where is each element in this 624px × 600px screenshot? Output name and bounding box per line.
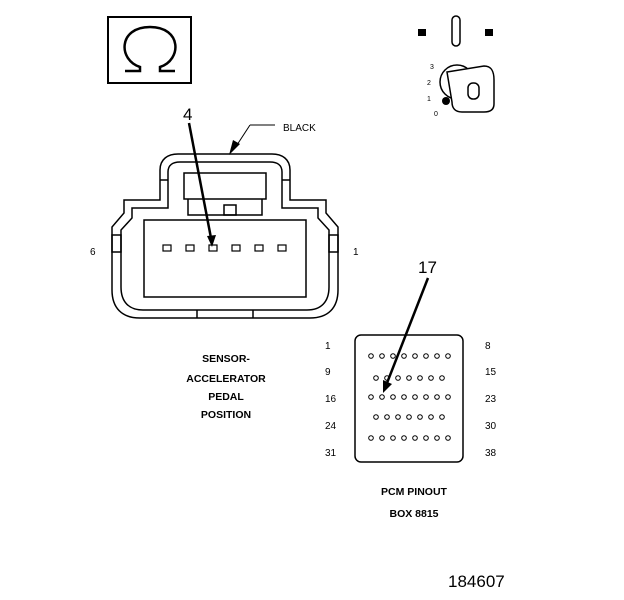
- pcm-callout-arrow: [383, 277, 430, 393]
- pcm-pin-cavity: [406, 375, 412, 381]
- pcm-pinout-box: [354, 334, 464, 463]
- connector-left-pin-label: 6: [90, 247, 96, 258]
- wire-color-leader: [229, 124, 275, 155]
- pcm-pin-cavity: [412, 394, 418, 400]
- pcm-pin-cavity: [379, 435, 385, 441]
- pcm-pin-cavity: [373, 375, 379, 381]
- pcm-pin-cavity: [406, 414, 412, 420]
- pcm-caption-line-2: BOX 8815: [389, 508, 438, 520]
- pcm-pin-cavity: [379, 394, 385, 400]
- pcm-right-pin-label-row-4: 30: [485, 421, 497, 432]
- pcm-pin-cavity: [428, 375, 434, 381]
- pcm-pin-cavity: [434, 353, 440, 359]
- pcm-pin-cavity: [434, 394, 440, 400]
- pcm-pin-cavity: [401, 435, 407, 441]
- pcm-right-pin-label-row-1: 8: [485, 341, 491, 352]
- pcm-pin-cavity: [390, 353, 396, 359]
- pcm-pin-cavity: [423, 435, 429, 441]
- pcm-pin-cavity: [439, 375, 445, 381]
- connector-callout-number: 4: [183, 105, 192, 124]
- pcm-right-pin-label-row-5: 38: [485, 448, 497, 459]
- pcm-pin-cavity: [439, 414, 445, 420]
- connector-callout-arrow: [187, 122, 216, 247]
- ignition-position-3: 3: [430, 64, 434, 71]
- ignition-position-2: 2: [427, 80, 431, 87]
- pcm-pin-cavity: [401, 394, 407, 400]
- connector-terminals: [162, 244, 287, 252]
- pcm-pin-cavity: [390, 435, 396, 441]
- ohmmeter-symbol-icon: [107, 16, 192, 84]
- pcm-right-pin-label-row-2: 15: [485, 367, 497, 378]
- pcm-callout-number: 17: [418, 258, 437, 277]
- connector-caption-line-1: SENSOR-: [202, 353, 250, 365]
- pcm-pin-cavity: [423, 394, 429, 400]
- pcm-pin-cavity: [412, 353, 418, 359]
- pcm-left-pin-label-row-4: 24: [325, 421, 337, 432]
- pcm-pin-cavity: [368, 353, 374, 359]
- connector-caption-line-4: POSITION: [201, 409, 251, 421]
- pcm-pin-cavity: [401, 353, 407, 359]
- pcm-pin-cavity: [428, 414, 434, 420]
- pcm-pin-cavity: [445, 353, 451, 359]
- pcm-pin-cavity: [384, 414, 390, 420]
- figure-number: 184607: [448, 572, 505, 591]
- connector-caption-line-3: PEDAL: [208, 391, 244, 403]
- pcm-pin-cavity: [368, 394, 374, 400]
- connector-caption-line-2: ACCELERATOR: [186, 373, 266, 385]
- pcm-pin-cavity: [417, 414, 423, 420]
- wire-color-label: BLACK: [283, 123, 316, 134]
- pcm-pin-cavity: [395, 375, 401, 381]
- pcm-pin-cavity: [445, 394, 451, 400]
- connector-right-pin-label: 1: [353, 247, 359, 258]
- connector-body: [111, 153, 339, 319]
- pcm-pin-cavity: [445, 435, 451, 441]
- pcm-pin-cavity: [373, 414, 379, 420]
- pcm-pin-cavity: [423, 353, 429, 359]
- pcm-left-pin-label-row-3: 16: [325, 394, 337, 405]
- pcm-pin-cavity: [379, 353, 385, 359]
- pcm-pin-cavity: [395, 414, 401, 420]
- pcm-pin-grid: [368, 353, 451, 441]
- pcm-pin-cavity: [412, 435, 418, 441]
- ignition-position-1: 1: [427, 96, 431, 103]
- ignition-key-icon: 3 2 1 0: [418, 15, 495, 118]
- pcm-right-pin-label-row-3: 23: [485, 394, 497, 405]
- pcm-left-pin-label-row-1: 1: [325, 341, 331, 352]
- pcm-pin-cavity: [368, 435, 374, 441]
- pcm-pin-cavity: [417, 375, 423, 381]
- ignition-position-0: 0: [434, 111, 438, 118]
- pcm-pin-cavity: [434, 435, 440, 441]
- pcm-left-pin-label-row-2: 9: [325, 367, 331, 378]
- pcm-left-pin-label-row-5: 31: [325, 448, 337, 459]
- pcm-pin-cavity: [390, 394, 396, 400]
- pcm-caption-line-1: PCM PINOUT: [381, 486, 448, 498]
